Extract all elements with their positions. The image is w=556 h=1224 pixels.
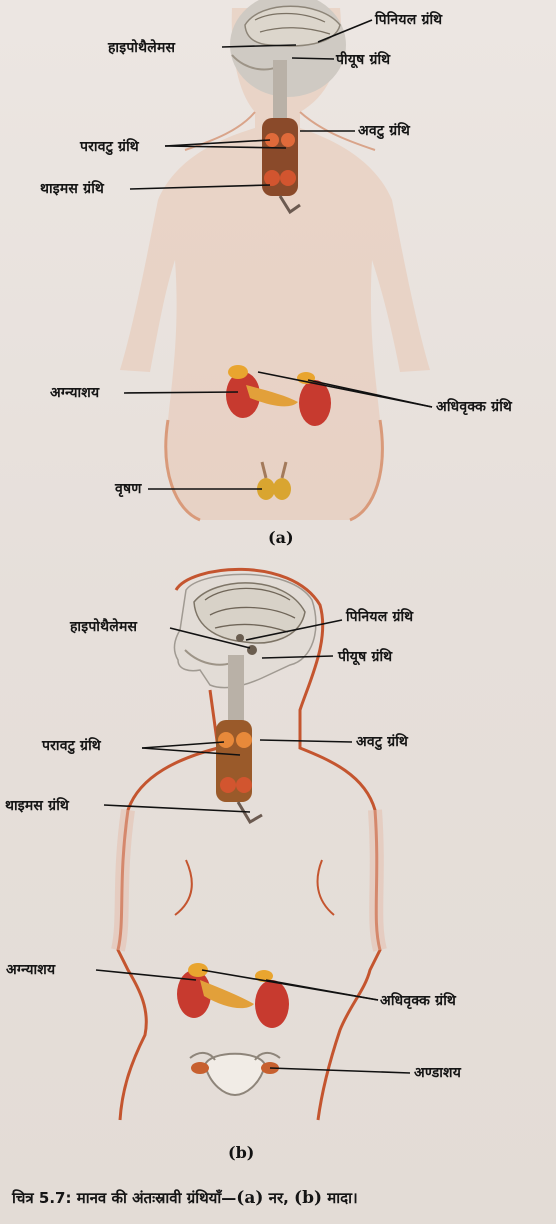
- female-kidney-right: [255, 980, 289, 1028]
- label-pineal-b: पिनियल ग्रंथि: [346, 607, 413, 626]
- male-testis-right: [273, 478, 291, 500]
- label-pituitary-a: पीयूष ग्रंथि: [336, 50, 390, 69]
- label-thymus-b: थाइमस ग्रंथि: [5, 796, 69, 815]
- label-ovary-b: अण्डाशय: [414, 1063, 461, 1082]
- male-kidney-right: [299, 380, 331, 426]
- caption-female: मादा।: [327, 1189, 357, 1207]
- figure-b-sublabel: (b): [228, 1143, 254, 1162]
- label-adrenal-a: अधिवृक्क ग्रंथि: [436, 397, 512, 416]
- caption-prefix: चित्र 5.7:: [12, 1189, 71, 1207]
- label-pancreas-b: अग्न्याशय: [6, 960, 55, 979]
- male-body-diagram: [0, 0, 556, 560]
- label-thymus-a: थाइमस ग्रंथि: [40, 179, 104, 198]
- figure-b-female: पिनियल ग्रंथि हाइपोथैलेमस पीयूष ग्रंथि अ…: [0, 560, 556, 1170]
- caption-a: (a): [236, 1188, 263, 1208]
- label-parathyroid-b: परावटु ग्रंथि: [42, 736, 101, 755]
- figure-a-sublabel: (a): [268, 528, 294, 547]
- figure-a-male: पिनियल ग्रंथि हाइपोथैलेमस पीयूष ग्रंथि अ…: [0, 0, 556, 560]
- label-pineal-a: पिनियल ग्रंथि: [375, 10, 442, 29]
- figure-caption: चित्र 5.7: मानव की अंतःस्रावी ग्रंथियाँ—…: [12, 1188, 358, 1208]
- label-testis-a: वृषण: [115, 479, 142, 498]
- caption-male: नर,: [269, 1189, 289, 1207]
- caption-text: मानव की अंतःस्रावी ग्रंथियाँ—: [77, 1189, 237, 1207]
- female-ovary-left: [191, 1062, 209, 1074]
- label-hypothalamus-a: हाइपोथैलेमस: [108, 38, 175, 57]
- label-hypothalamus-b: हाइपोथैलेमस: [70, 617, 137, 636]
- female-body-diagram: [0, 560, 556, 1170]
- label-thyroid-a: अवटु ग्रंथि: [358, 121, 410, 140]
- label-thyroid-b: अवटु ग्रंथि: [356, 732, 408, 751]
- label-parathyroid-a: परावटु ग्रंथि: [80, 137, 139, 156]
- label-pituitary-b: पीयूष ग्रंथि: [338, 647, 392, 666]
- label-adrenal-b: अधिवृक्क ग्रंथि: [380, 991, 456, 1010]
- caption-b: (b): [294, 1188, 322, 1208]
- label-pancreas-a: अग्न्याशय: [50, 383, 99, 402]
